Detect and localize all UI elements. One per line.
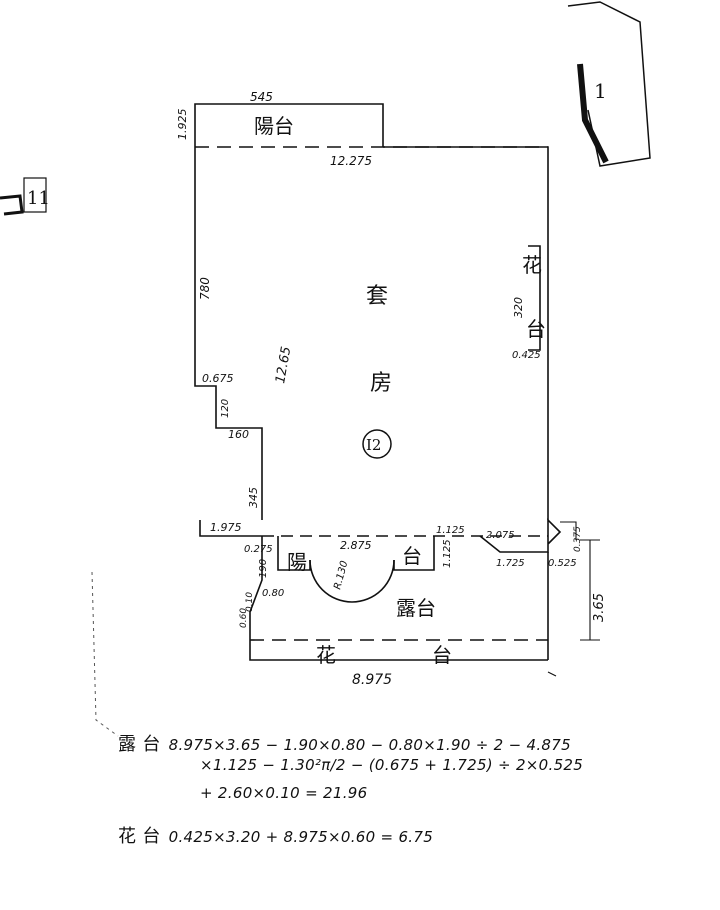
- calc-text-3: + 2.60×0.10 = 21.96: [200, 784, 368, 802]
- calc-line-3: + 2.60×0.10 = 21.96: [200, 784, 367, 802]
- dim-2875: 2.875: [340, 539, 372, 552]
- calc-label-flower-bed: 花 台: [118, 826, 161, 847]
- dim-0375: 0.375: [573, 526, 583, 552]
- dim-190: 190: [258, 559, 269, 578]
- dim-320: 320: [512, 297, 525, 318]
- dim-1925: 1.925: [176, 109, 189, 141]
- dim-r130: R.130: [332, 560, 350, 591]
- dim-060: 0.60: [239, 608, 249, 628]
- dim-780: 780: [198, 277, 212, 300]
- label-balcony-bottom-1: 陽: [287, 550, 307, 574]
- unit-id-circle: [362, 429, 392, 459]
- dim-080: 0.80: [262, 588, 284, 599]
- label-room-1: 套: [366, 284, 388, 309]
- dim-1125b: 1.125: [442, 539, 453, 568]
- label-flower-bed-bottom-2: 台: [432, 643, 452, 667]
- label-unit-id: I2: [366, 436, 381, 454]
- label-flower-bed-right-1: 花: [522, 253, 542, 277]
- calc-text-4: 0.425×3.20 + 8.975×0.60 = 6.75: [168, 828, 434, 846]
- dim-0275: 0.275: [244, 544, 273, 555]
- calc-text-2: ×1.125 − 1.30²π/2 − (0.675 + 1.725) ÷ 2×…: [200, 756, 584, 774]
- label-balcony-bottom-2: 台: [402, 544, 422, 568]
- dim-0675: 0.675: [202, 372, 234, 385]
- label-room-2: 房: [370, 371, 392, 396]
- plan-outline: [194, 103, 600, 677]
- dim-545: 545: [250, 90, 273, 104]
- dim-1125a: 1.125: [436, 525, 465, 536]
- label-flower-bed-bottom-1: 花: [316, 643, 336, 667]
- dim-1265: 12.65: [273, 345, 294, 384]
- scan-fold-line: [91, 571, 119, 737]
- dim-2075: 2.075: [486, 530, 515, 541]
- dim-8975: 8.975: [352, 672, 392, 688]
- dim-1725: 1.725: [496, 558, 525, 569]
- calc-text-1: 8.975×3.65 − 1.90×0.80 − 0.80×1.90 ÷ 2 −…: [168, 736, 571, 754]
- scan-tab: 1: [567, 1, 651, 167]
- edge-label: 1: [594, 79, 607, 103]
- label-terrace: 露台: [396, 596, 436, 620]
- label-balcony-top: 陽台: [254, 114, 294, 138]
- dim-0105: 0.10: [245, 592, 255, 612]
- dim-0425: 0.425: [512, 350, 541, 361]
- calc-line-1: 露 台 8.975×3.65 − 1.90×0.80 − 0.80×1.90 ÷ …: [118, 730, 571, 756]
- calc-line-2: ×1.125 − 1.30²π/2 − (0.675 + 1.725) ÷ 2×…: [200, 756, 583, 774]
- sheet-marker: 11: [0, 177, 50, 216]
- dim-160: 160: [228, 428, 249, 441]
- dim-345: 345: [247, 487, 260, 508]
- dim-120: 120: [220, 399, 231, 418]
- label-flower-bed-right-2: 台: [526, 317, 546, 341]
- dim-365: 3.65: [592, 593, 607, 622]
- room-labels: 陽台 套 房 I2 花 台 陽 台 露台 花 台: [254, 114, 546, 667]
- calc-line-4: 花 台 0.425×3.20 + 8.975×0.60 = 6.75: [118, 822, 433, 848]
- calc-label-terrace: 露 台: [118, 734, 161, 755]
- dim-0525: 0.525: [548, 558, 577, 569]
- sheet-number: 11: [27, 188, 50, 209]
- dim-12275: 12.275: [330, 154, 372, 168]
- dim-1975: 1.975: [210, 521, 242, 534]
